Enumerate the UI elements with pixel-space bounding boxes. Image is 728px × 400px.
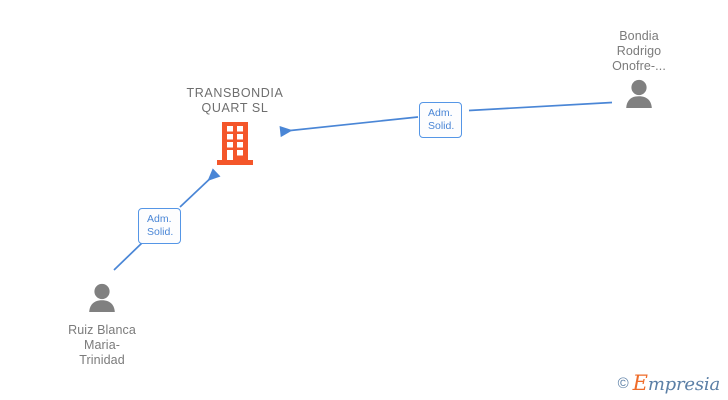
- person-icon: [85, 283, 119, 318]
- edge-line-bondia-right-segment: [468, 101, 613, 112]
- person-name-label-ruiz: Ruiz Blanca Maria- Trinidad: [68, 323, 136, 367]
- edge-label-adm-solid-bondia[interactable]: Adm. Solid.: [419, 102, 463, 138]
- company-name-label: TRANSBONDIA QUART SL: [186, 86, 284, 115]
- empresia-watermark: © Empresia: [617, 371, 721, 395]
- brand-initial-letter: E: [632, 371, 648, 395]
- node-company-transbondia-quart-sl[interactable]: TRANSBONDIA QUART SL: [165, 86, 305, 171]
- empresia-brand-logo: Empresia: [632, 371, 721, 395]
- copyright-icon: ©: [617, 375, 629, 392]
- edge-bondia-to-company[interactable]: [279, 101, 613, 138]
- edge-line-bondia-left-segment: [279, 116, 419, 138]
- edge-label-adm-solid-ruiz[interactable]: Adm. Solid.: [138, 208, 182, 244]
- person-name-label-bondia: Bondia Rodrigo Onofre-...: [612, 29, 666, 73]
- node-person-bondia-rodrigo-onofre[interactable]: Bondia Rodrigo Onofre-...: [569, 29, 709, 114]
- brand-rest-letters: mpresia: [647, 374, 720, 395]
- edge-ruiz-to-company[interactable]: [113, 168, 221, 271]
- building-icon: [215, 122, 255, 171]
- person-icon: [622, 79, 656, 114]
- node-person-ruiz-blanca-maria-trinidad[interactable]: Ruiz Blanca Maria- Trinidad: [32, 283, 172, 368]
- edge-line-ruiz-lower-segment: [113, 240, 145, 271]
- edge-line-ruiz-upper-segment: [179, 168, 221, 208]
